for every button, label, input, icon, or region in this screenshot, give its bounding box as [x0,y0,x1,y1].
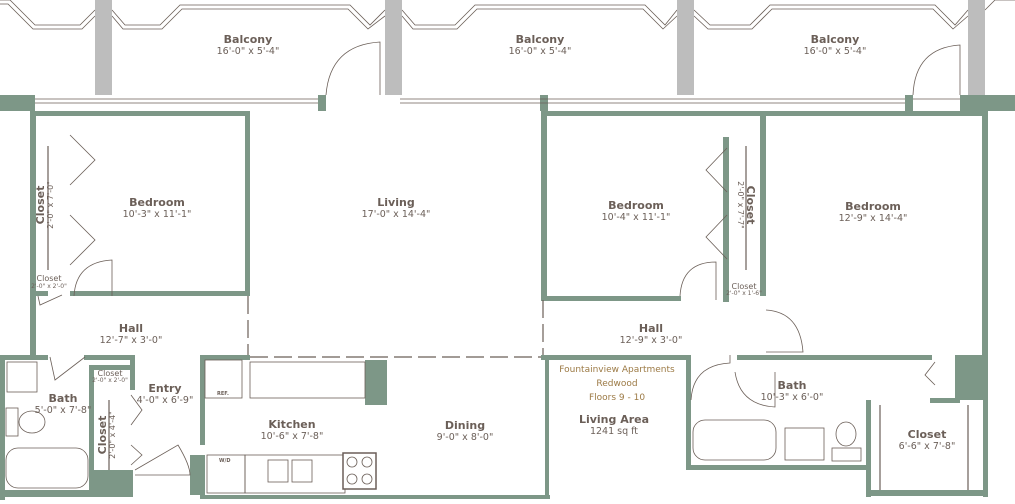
closet-label: Closet [98,369,123,378]
hall-label: Hall [639,322,663,335]
balcony-door[interactable] [912,44,961,96]
balcony-label: Balcony [224,33,273,46]
bath-door[interactable] [49,356,86,381]
closet-label: Closet [908,428,947,441]
bath-label: Bath [49,392,78,405]
closet-dim: 2'-0" x 7'-7" [736,181,745,229]
hall-label: Hall [119,322,143,335]
bedroom-dim: 10'-3" x 11'-1" [123,209,192,220]
living-area-label: Living Area [579,413,649,426]
pillar [385,0,402,95]
stove [342,452,377,490]
toilet [18,410,46,434]
bath-door[interactable] [690,355,731,401]
bedroom-label: Bedroom [845,200,901,213]
pillar [95,0,112,95]
balcony-label: Balcony [516,33,565,46]
balcony-dim: 16'-0" x 5'-4" [804,46,867,57]
kitchen-dim: 10'-6" x 7'-8" [261,431,324,442]
bathtub [692,419,777,461]
bathtub [5,447,89,489]
refrigerator [204,359,243,399]
closet-dim: 2'-0" x 2'-0" [31,283,67,290]
balcony-railing [0,0,1015,30]
floors-label: Floors 9 - 10 [589,393,645,403]
wall [0,95,35,111]
closet-door[interactable] [37,294,63,306]
wall [318,95,326,111]
entry-label: Entry [148,382,181,395]
bedroom-label: Bedroom [129,196,185,209]
toilet [835,421,857,447]
closet-label: Closet [732,282,757,291]
closet-label: Closet [96,416,109,455]
closet-dim: 2'-0" x 1'-6" [726,290,762,297]
wd-label: W/D [219,458,231,464]
balcony-dim: 16'-0" x 5'-4" [217,46,280,57]
pillar [968,0,985,95]
counter [249,361,366,399]
living-dim: 17'-0" x 14'-4" [362,209,431,220]
dining-label: Dining [445,419,485,432]
dining-dim: 9'-0" x 8'-0" [437,432,494,443]
bedroom-dim: 10'-4" x 11'-1" [602,212,671,223]
pillar [677,0,694,95]
balcony-door[interactable] [325,41,381,96]
bath-dim: 5'-0" x 7'-8" [35,405,92,416]
kitchen-label: Kitchen [268,418,315,431]
entry-door[interactable] [134,444,191,476]
wall [960,95,1015,111]
ref-label: REF. [217,391,229,397]
balcony-dim: 16'-0" x 5'-4" [509,46,572,57]
bedroom-door[interactable] [679,261,717,300]
closet-dim: 2'-0" x 7'-0" [46,181,55,229]
wall [905,95,913,111]
bedroom-door[interactable] [765,309,804,353]
bedroom-dim: 12'-9" x 14'-4" [839,213,908,224]
bedroom-door[interactable] [73,259,113,297]
closet-dim: 6'-6" x 7'-8" [899,441,956,452]
sink [267,459,289,483]
plan-name: Redwood [596,379,637,389]
bedroom-label: Bedroom [608,199,664,212]
hall-dim: 12'-9" x 3'-0" [620,335,683,346]
bath-door[interactable] [734,371,776,408]
closet-label: Closet [37,274,62,283]
closet-dim: 2'-0" x 4'-4" [108,411,117,459]
building-name: Fountainview Apartments [559,365,675,375]
kitchen-counter [244,454,346,494]
closet-dim: 2'-0" x 2'-0" [92,377,128,384]
entry-dim: 4'-0" x 6'-9" [137,395,194,406]
sink [291,459,313,483]
closet-label: Closet [744,186,757,225]
bath-label: Bath [778,379,807,392]
shower [784,427,825,461]
living-area-value: 1241 sq ft [590,426,638,437]
living-label: Living [377,196,414,209]
bath-dim: 10'-3" x 6'-0" [761,392,824,403]
closet-label: Closet [34,186,47,225]
balcony-label: Balcony [811,33,860,46]
hall-dim: 12'-7" x 3'-0" [100,335,163,346]
shower [6,361,38,393]
